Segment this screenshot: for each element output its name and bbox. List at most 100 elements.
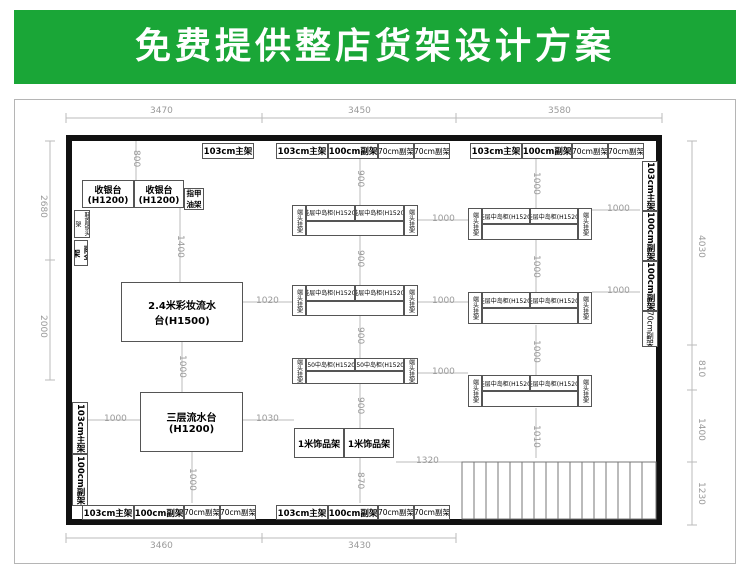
shelf-side-70: 70cm副架	[572, 143, 608, 159]
shelf-side-100: 100cm副架	[328, 143, 378, 159]
umbrella-label: 雨伞架	[74, 244, 88, 262]
staircase	[461, 461, 657, 520]
gondola-back	[306, 220, 404, 236]
cashier-label: 收银台	[145, 185, 173, 196]
shelf-side-100: 100cm副架	[642, 261, 658, 311]
dim-1320: 1320	[416, 456, 439, 466]
shelf-main: 103cm主架	[72, 402, 88, 454]
gondola-middle-1: 端头挂架 挂层中岛柜(H1520) 挂层中岛柜(H1520) 端头挂架	[292, 205, 418, 236]
shelf-side-70: 70cm副架	[642, 311, 658, 347]
dim-left-2000: 2000	[38, 315, 48, 338]
dim-900-c: 900	[355, 327, 365, 345]
wall-top	[66, 135, 656, 141]
dim-1000-row2: 1000	[432, 296, 455, 306]
dim-1000-low: 1000	[187, 468, 197, 491]
shelf-side-70: 70cm副架	[378, 143, 414, 159]
dim-1000-right-2: 1000	[607, 286, 630, 296]
gondola-half: 挂层中岛柜(H1520)	[530, 375, 578, 391]
cashier-height: (H1200)	[87, 195, 129, 206]
three-tier-island: 三层流水台 (H1200)	[140, 392, 243, 452]
shoe-lock-rack: 鞋面锁头架	[74, 210, 90, 238]
shelf-side-100: 100cm副架	[72, 454, 88, 506]
gondola-end: 端头挂架	[468, 292, 482, 324]
shelf-side-100: 100cm副架	[328, 505, 378, 520]
shelf-side-70: 70cm副架	[184, 505, 220, 520]
gondola-back	[306, 300, 404, 316]
gondola-end: 端头挂架	[468, 375, 482, 407]
gondola-end: 端头挂架	[292, 285, 306, 316]
dim-800: 800	[131, 150, 141, 168]
cashier-label: 收银台	[94, 185, 122, 196]
umbrella-rack: 雨伞架	[74, 240, 88, 266]
shelf-row-top-right: 103cm主架 100cm副架 70cm副架 70cm副架	[470, 143, 644, 159]
cashier-counter-1: 收银台 (H1200)	[82, 180, 134, 208]
gondola-half: 挂层中岛柜(H1520)	[530, 208, 578, 224]
shelf-main: 103cm主架	[82, 505, 134, 520]
cashier-height: (H1200)	[138, 195, 180, 206]
shelf-main: 103cm主架	[470, 143, 522, 159]
dim-left-2680: 2680	[38, 195, 48, 218]
gondola-half: 450中岛柜(H1520)	[306, 358, 355, 371]
gondola-right-1: 端头挂架 挂层中岛柜(H1520) 挂层中岛柜(H1520) 端头挂架	[468, 208, 592, 240]
gondola-half: 挂层中岛柜(H1520)	[306, 205, 355, 221]
shelf-column-right: 103cm主架 100cm副架 100cm副架 70cm副架	[642, 161, 658, 347]
dim-bottom-3430: 3430	[348, 541, 371, 551]
wall-left-lower	[66, 380, 72, 525]
dim-1000-mid: 1000	[177, 355, 187, 378]
flow-label-line2: (H1200)	[168, 424, 215, 435]
dim-1000-row1: 1000	[432, 214, 455, 224]
shelf-row-bottom-left: 103cm主架 100cm副架 70cm副架 70cm副架	[82, 505, 256, 520]
gondola-half: 450中岛柜(H1520)	[355, 358, 404, 371]
shelf-side-100: 100cm副架	[642, 211, 658, 261]
shelf-main: 103cm主架	[642, 161, 658, 211]
gondola-half: 挂层中岛柜(H1520)	[482, 292, 530, 308]
gondola-end: 端头挂架	[578, 292, 592, 324]
accessory-rack: 1米饰品架	[294, 428, 344, 458]
shelf-side-100: 100cm副架	[522, 143, 572, 159]
nail-polish-rack: 指甲油架	[184, 188, 204, 210]
dim-right-1400: 1400	[696, 418, 706, 441]
drawing-frame	[14, 99, 736, 564]
gondola-end: 端头挂架	[468, 208, 482, 240]
wall-left-upper	[66, 135, 72, 380]
dim-1000-right-1: 1000	[607, 204, 630, 214]
gondola-right-3: 端头挂架 挂层中岛柜(H1520) 挂层中岛柜(H1520) 端头挂架	[468, 375, 592, 407]
gondola-half: 挂层中岛柜(H1520)	[306, 285, 355, 301]
shelf-side-70: 70cm副架	[414, 505, 450, 520]
flow-label-line1: 三层流水台	[166, 413, 217, 424]
gondola-right-2: 端头挂架 挂层中岛柜(H1520) 挂层中岛柜(H1520) 端头挂架	[468, 292, 592, 324]
shelf-column-left: 103cm主架 100cm副架	[72, 402, 88, 506]
dim-1020: 1020	[256, 296, 279, 306]
makeup-label-line2: 台(H1500)	[154, 316, 210, 327]
gondola-end: 端头挂架	[578, 375, 592, 407]
dim-900-d: 900	[355, 397, 365, 415]
dim-top-3580: 3580	[548, 106, 571, 116]
cashier-counter-2: 收银台 (H1200)	[134, 180, 184, 208]
dim-right-4030: 4030	[696, 235, 706, 258]
gondola-end: 端头挂架	[404, 358, 418, 384]
dim-top-3450: 3450	[348, 106, 371, 116]
shelf-main-top-left: 103cm主架	[202, 143, 254, 159]
dim-900-b: 900	[355, 250, 365, 268]
dim-top-3470: 3470	[150, 106, 173, 116]
dim-900-a: 900	[355, 170, 365, 188]
accessory-rack: 1米饰品架	[344, 428, 394, 458]
gondola-half: 挂层中岛柜(H1520)	[530, 292, 578, 308]
shelf-main: 103cm主架	[276, 505, 328, 520]
shelf-side-70: 70cm副架	[378, 505, 414, 520]
gondola-half: 挂层中岛柜(H1520)	[355, 205, 404, 221]
gondola-end: 端头挂架	[292, 205, 306, 236]
accessory-racks: 1米饰品架 1米饰品架	[294, 428, 394, 458]
dim-r1000-a: 1000	[531, 172, 541, 195]
shelf-side-100: 100cm副架	[134, 505, 184, 520]
wall-bottom	[66, 519, 662, 525]
gondola-back	[482, 308, 578, 324]
makeup-label-line1: 2.4米彩妆流水	[148, 301, 216, 312]
gondola-half: 挂层中岛柜(H1520)	[482, 208, 530, 224]
gondola-end: 端头挂架	[404, 205, 418, 236]
shelf-row-top-middle: 103cm主架 100cm副架 70cm副架 70cm副架	[276, 143, 450, 159]
gondola-end: 端头挂架	[404, 285, 418, 316]
gondola-middle-3: 端头挂架 450中岛柜(H1520) 450中岛柜(H1520) 端头挂架	[292, 358, 418, 384]
gondola-end: 端头挂架	[292, 358, 306, 384]
wall-right	[656, 135, 662, 525]
